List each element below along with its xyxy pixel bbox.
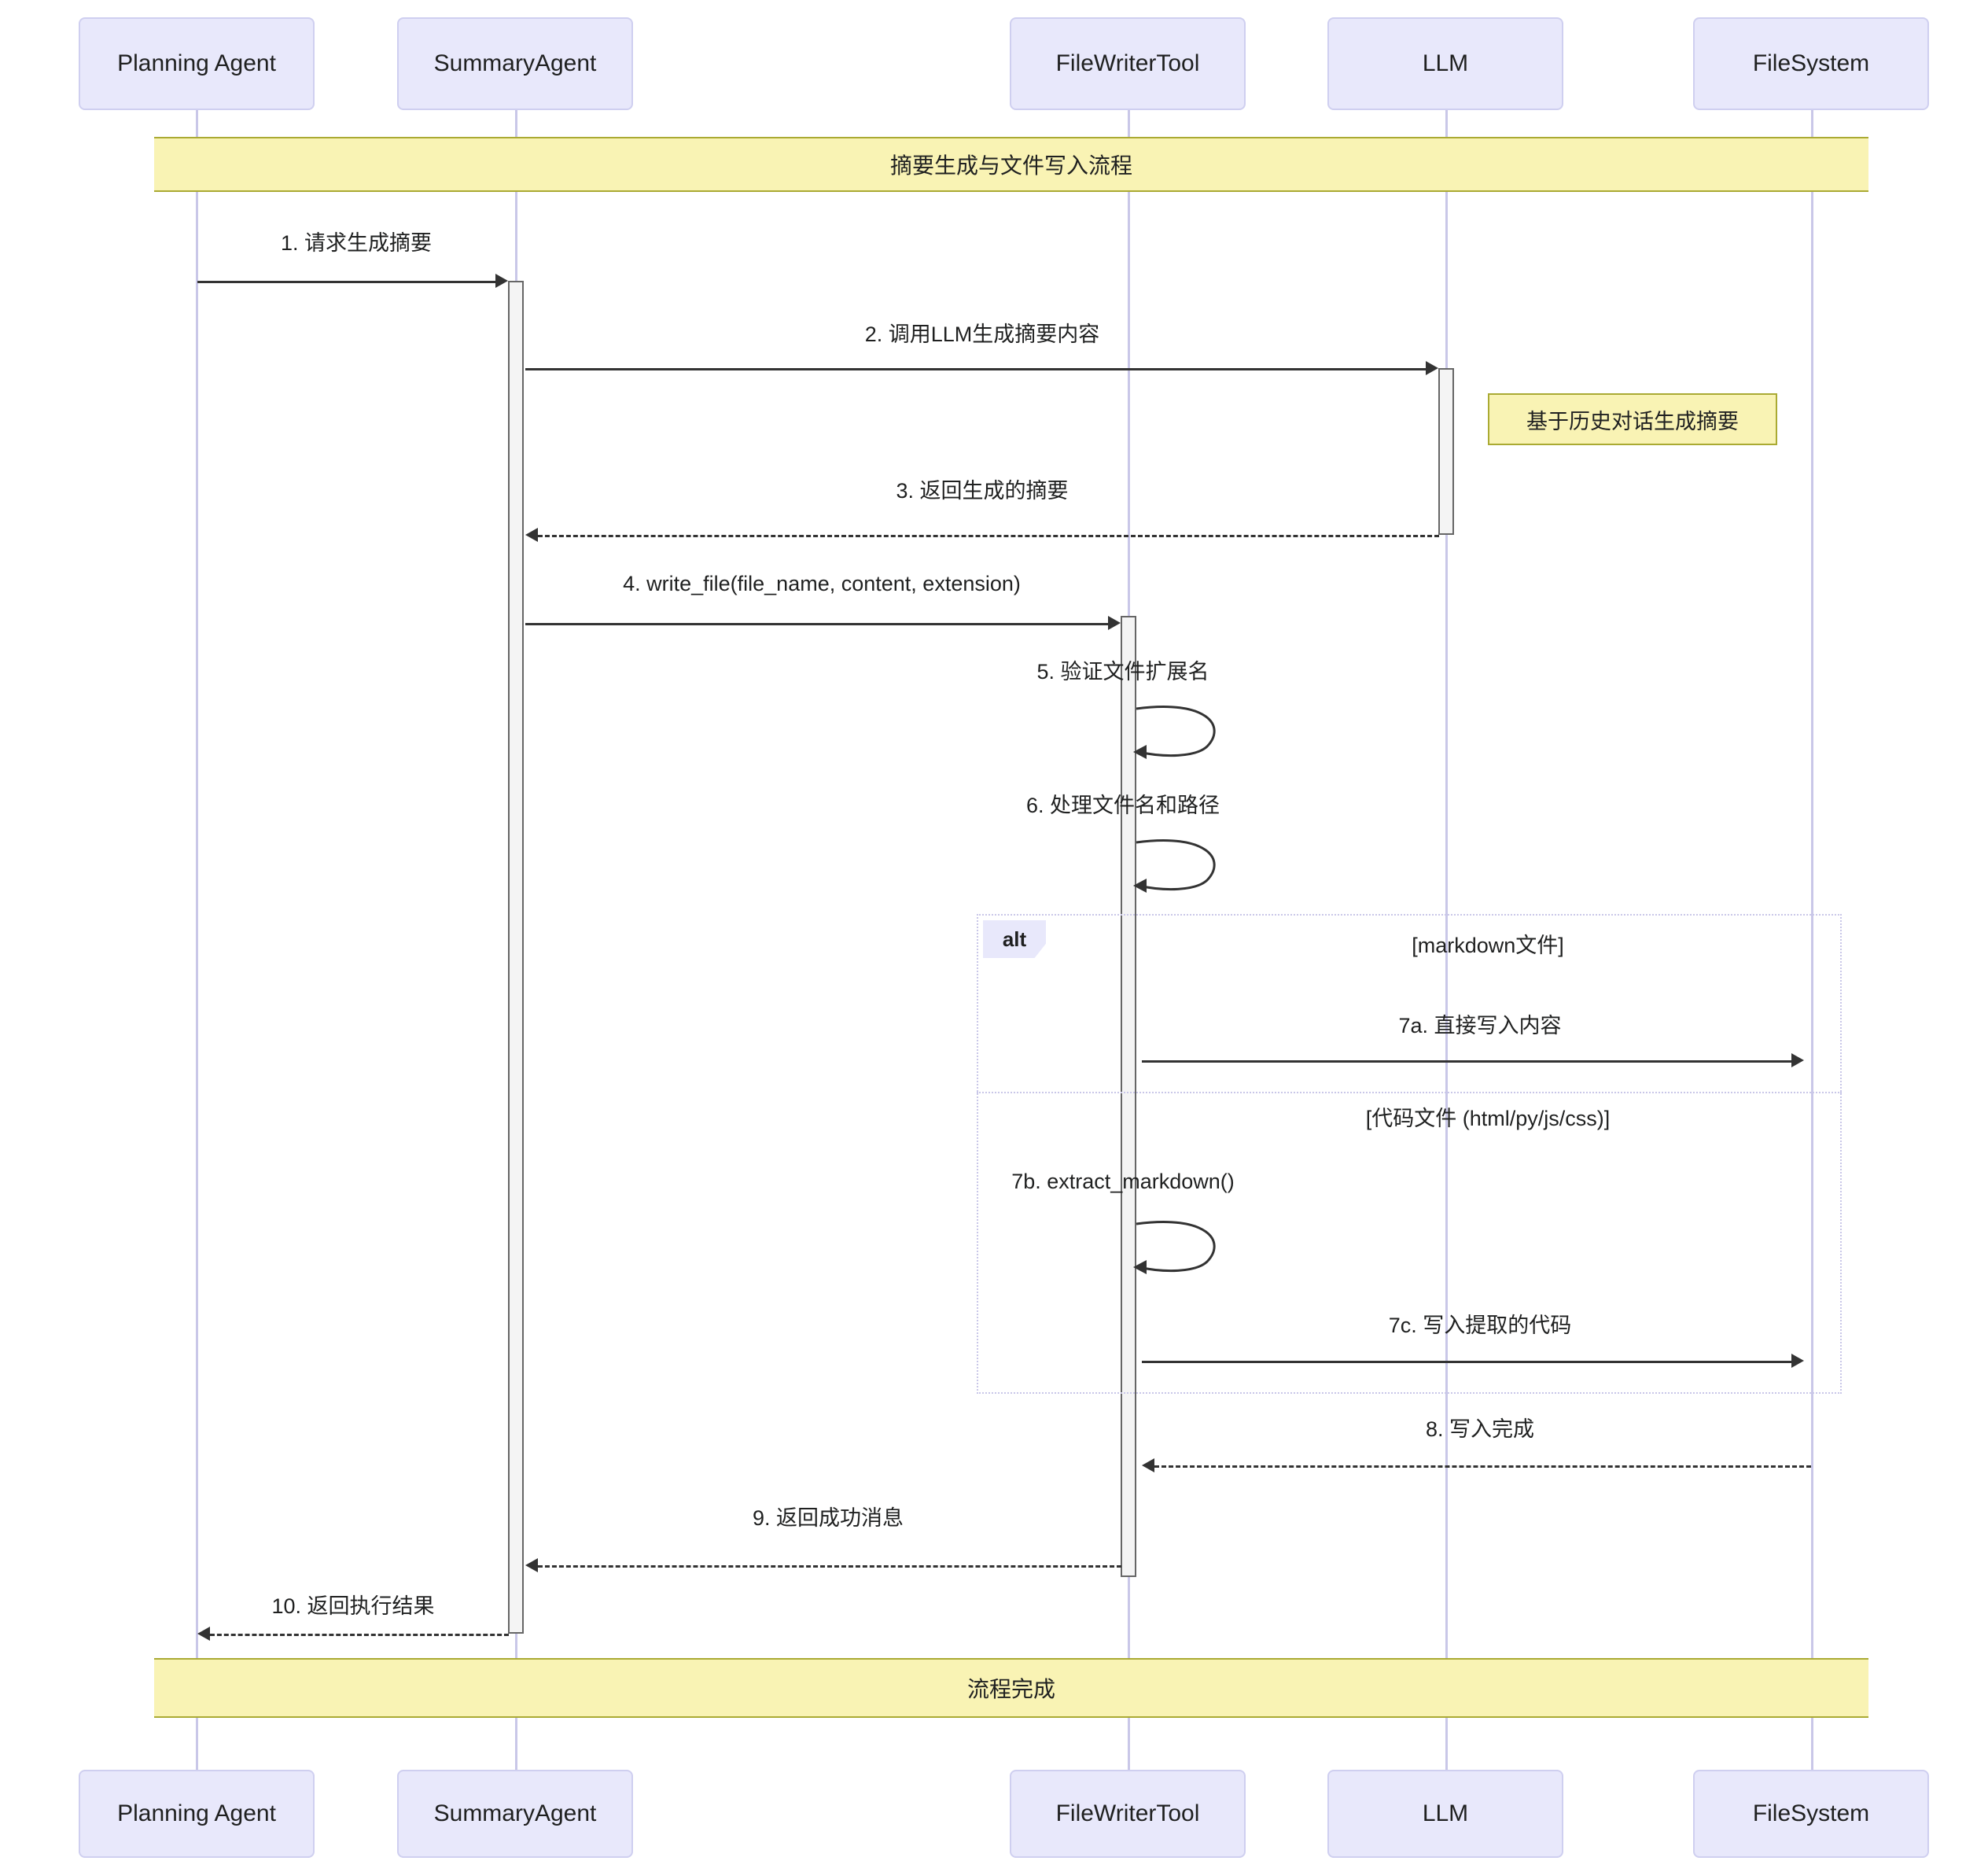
message-arrowhead-10 [197, 1627, 210, 1641]
flow-complete-banner: 流程完成 [154, 1658, 1868, 1718]
note-llm-history-summary: 基于历史对话生成摘要 [1488, 393, 1777, 445]
message-arrow-4 [525, 623, 1109, 625]
message-label-10: 10. 返回执行结果 [271, 1594, 435, 1618]
lifeline-llm [1445, 110, 1448, 1771]
message-arrowhead-7a [1791, 1053, 1804, 1067]
participant-label: LLM [1422, 50, 1469, 76]
message-label-7c: 7c. 写入提取的代码 [1388, 1314, 1572, 1337]
message-label-2: 2. 调用LLM生成摘要内容 [864, 322, 1100, 346]
activation-llm [1438, 368, 1454, 535]
message-arrow-8 [1154, 1465, 1811, 1468]
lifeline-planning [196, 110, 198, 1771]
participant-label: FileWriterTool [1055, 50, 1200, 76]
participant-footer-filesystem[interactable]: FileSystem [1693, 1770, 1929, 1858]
participant-footer-summary-agent[interactable]: SummaryAgent [397, 1770, 633, 1858]
participant-footer-planning-agent[interactable]: Planning Agent [79, 1770, 315, 1858]
activation-filewriter-tool [1121, 616, 1136, 1577]
message-arrowhead-8 [1142, 1458, 1154, 1472]
alt-branch-divider [977, 1092, 1842, 1093]
participant-filewriter-tool[interactable]: FileWriterTool [1010, 17, 1246, 110]
alt-tag-label: alt [1002, 927, 1027, 951]
message-label-6: 6. 处理文件名和路径 [1025, 794, 1220, 817]
flow-complete-text: 流程完成 [966, 1677, 1055, 1701]
message-arrow-3 [538, 535, 1439, 537]
message-arrowhead-7c [1791, 1354, 1804, 1368]
message-arrow-2 [525, 368, 1427, 370]
participant-label: FileSystem [1752, 1800, 1870, 1826]
participant-label: FileSystem [1752, 50, 1870, 76]
message-label-1: 1. 请求生成摘要 [280, 231, 433, 255]
participant-llm[interactable]: LLM [1327, 17, 1563, 110]
participant-label: Planning Agent [117, 1800, 276, 1826]
message-label-9: 9. 返回成功消息 [752, 1506, 904, 1530]
message-arrowhead-9 [525, 1558, 538, 1572]
participant-planning-agent[interactable]: Planning Agent [79, 17, 315, 110]
message-label-7b: 7b. extract_markdown() [1011, 1170, 1235, 1193]
alt-branch-condition-2: [代码文件 (html/py/js/css)] [1365, 1107, 1611, 1130]
message-selfloop-6 [1133, 839, 1216, 893]
message-label-3: 3. 返回生成的摘要 [896, 479, 1069, 503]
alt-block-tag: alt [983, 920, 1046, 958]
message-label-5: 5. 验证文件扩展名 [1036, 660, 1209, 684]
message-label-4: 4. write_file(file_name, content, extens… [623, 572, 1021, 595]
alt-block-frame [977, 914, 1842, 1394]
message-label-7a: 7a. 直接写入内容 [1398, 1014, 1562, 1037]
participant-label: LLM [1422, 1800, 1469, 1826]
message-selfloop-7b [1133, 1221, 1216, 1274]
message-arrow-10 [210, 1634, 509, 1636]
participant-footer-llm[interactable]: LLM [1327, 1770, 1563, 1858]
message-arrow-7a [1142, 1060, 1792, 1063]
message-arrow-7c [1142, 1361, 1792, 1363]
participant-footer-filewriter-tool[interactable]: FileWriterTool [1010, 1770, 1246, 1858]
message-arrow-1 [197, 281, 496, 283]
lifeline-filesystem [1811, 110, 1813, 1771]
participant-label: SummaryAgent [433, 1800, 597, 1826]
flow-title-banner: 摘要生成与文件写入流程 [154, 137, 1868, 192]
participant-summary-agent[interactable]: SummaryAgent [397, 17, 633, 110]
message-arrowhead-3 [525, 528, 538, 542]
alt-branch-condition-1: [markdown文件] [1412, 934, 1564, 957]
message-arrowhead-1 [495, 274, 508, 288]
participant-label: SummaryAgent [433, 50, 597, 76]
note-text: 基于历史对话生成摘要 [1526, 409, 1739, 433]
participant-label: Planning Agent [117, 50, 276, 76]
activation-summary-agent [508, 281, 524, 1634]
message-arrowhead-4 [1108, 616, 1121, 630]
message-label-8: 8. 写入完成 [1425, 1417, 1535, 1441]
participant-label: FileWriterTool [1055, 1800, 1200, 1826]
participant-filesystem[interactable]: FileSystem [1693, 17, 1929, 110]
flow-title-text: 摘要生成与文件写入流程 [889, 153, 1132, 178]
message-arrowhead-2 [1426, 361, 1438, 375]
message-arrow-9 [538, 1565, 1121, 1568]
message-selfloop-5 [1133, 706, 1216, 759]
